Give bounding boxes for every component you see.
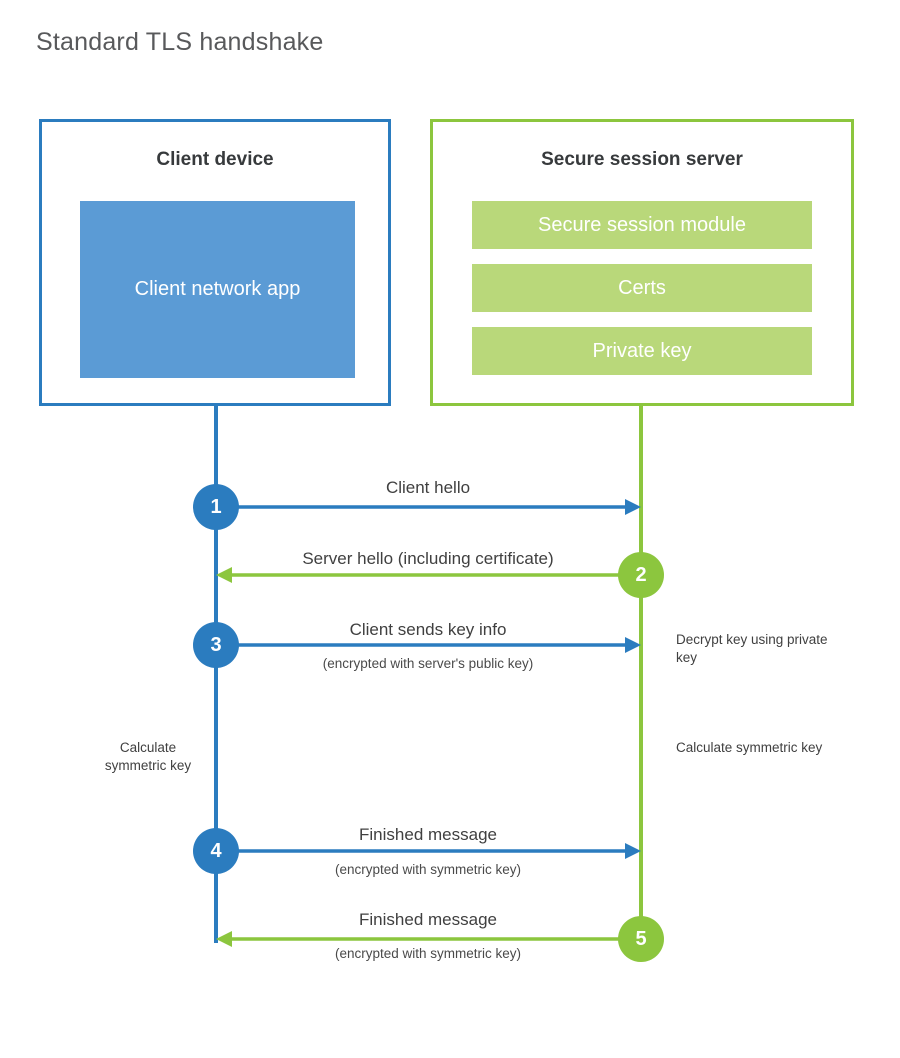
client-device-box: Client device Client network app	[39, 119, 391, 406]
message-sublabel-step-5: (encrypted with symmetric key)	[334, 946, 522, 961]
step-circle-4: 4	[193, 828, 239, 874]
message-sublabel-step-3: (encrypted with server's public key)	[322, 656, 534, 671]
arrow-step-4	[216, 843, 641, 859]
secure-session-server-title: Secure session server	[541, 149, 743, 170]
server-component-secure-session-module: Secure session module	[472, 201, 812, 249]
message-label-step-5: Finished message	[359, 910, 497, 929]
arrow-step-1	[216, 499, 641, 515]
step-circle-3: 3	[193, 622, 239, 668]
client-device-title: Client device	[156, 149, 274, 170]
message-label-step-1: Client hello	[385, 478, 471, 497]
annotation-calculate-symmetric-key-client: Calculate symmetric key	[104, 740, 192, 774]
server-component-private-key: Private key	[472, 327, 812, 375]
server-lifeline	[639, 406, 643, 940]
message-sublabel-step-4: (encrypted with symmetric key)	[334, 862, 522, 877]
page-title: Standard TLS handshake	[36, 28, 324, 56]
step-circle-1: 1	[193, 484, 239, 530]
arrow-step-2	[216, 567, 639, 583]
annotation-calculate-symmetric-key-server: Calculate symmetric key	[676, 740, 823, 755]
secure-session-server-box: Secure session server Secure session mod…	[430, 119, 854, 406]
annotation-decrypt-key: Decrypt key using private key	[676, 632, 828, 666]
server-component-certs: Certs	[472, 264, 812, 312]
client-lifeline	[214, 406, 218, 943]
message-label-step-2: Server hello (including certificate)	[302, 549, 554, 568]
step-circle-5: 5	[618, 916, 664, 962]
message-label-step-4: Finished message	[359, 825, 497, 844]
message-label-step-3: Client sends key info	[349, 620, 507, 639]
client-network-app-block: Client network app	[80, 201, 355, 378]
step-circle-2: 2	[618, 552, 664, 598]
client-network-app-label: Client network app	[134, 278, 301, 300]
arrow-step-5	[216, 931, 639, 947]
